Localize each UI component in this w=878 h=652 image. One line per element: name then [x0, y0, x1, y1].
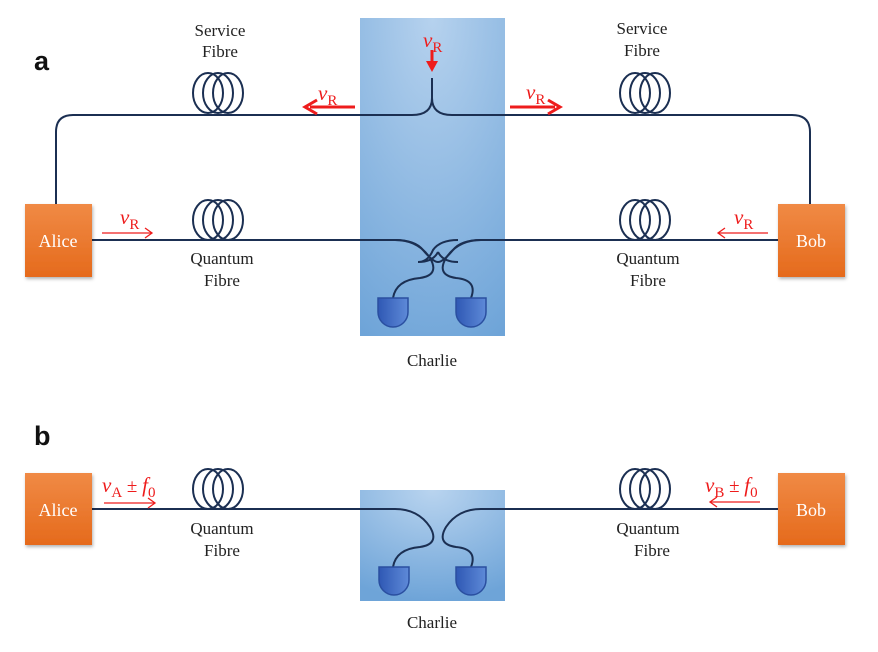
alice-label-a: Alice — [39, 231, 78, 251]
reference-left-signal: νR — [302, 81, 355, 116]
alice-signal-a: νR — [102, 205, 154, 239]
bob-signal-b: νB ± f0 — [705, 473, 760, 508]
coupler-curve-right-b — [441, 508, 482, 568]
panel-b: b Quantum Fibre Quantum Fibre Charlie Al… — [25, 421, 845, 632]
service-fibre-coil-right — [619, 72, 671, 114]
quantum-fibre-label-left-a-2: Fibre — [204, 271, 240, 290]
alice-label-b: Alice — [39, 500, 78, 520]
arrow-left-icon — [716, 227, 726, 239]
bob-box-a — [778, 204, 845, 277]
service-fibre-label-left-2: Fibre — [202, 42, 238, 61]
service-fibre-coil-left — [192, 72, 244, 114]
svg-text:νR: νR — [423, 28, 442, 56]
detector-icon-right-a — [455, 297, 487, 328]
quantum-fibre-label-left-b-1: Quantum — [190, 519, 253, 538]
detector-icon-left-a — [377, 297, 409, 328]
detector-icon-left-b — [378, 566, 410, 596]
bob-label-a: Bob — [796, 231, 826, 251]
svg-text:νR: νR — [318, 81, 337, 109]
panel-a: a Service Fibre Service Fibre νR νR νR — [25, 18, 845, 370]
quantum-fibre-coil-right-b — [619, 468, 671, 510]
detector-icon-right-b — [455, 566, 487, 596]
svg-text:νB ± f0: νB ± f0 — [705, 473, 758, 501]
alice-box-a — [25, 204, 92, 277]
quantum-fibre-label-right-a-1: Quantum — [616, 249, 679, 268]
service-fibre-label-right-2: Fibre — [624, 41, 660, 60]
svg-text:νR: νR — [120, 205, 139, 233]
svg-text:νR: νR — [526, 80, 545, 108]
arrow-right-icon — [144, 227, 154, 239]
quantum-fibre-label-left-b-2: Fibre — [204, 541, 240, 560]
panel-label-b: b — [34, 421, 51, 451]
bob-signal-a: νR — [716, 205, 768, 239]
arrow-right-icon — [547, 98, 563, 116]
alice-signal-b: νA ± f0 — [102, 473, 157, 509]
arrow-right-icon — [147, 497, 157, 509]
panel-label-a: a — [34, 46, 50, 76]
quantum-fibre-coil-right-a — [619, 199, 671, 241]
quantum-fibre-coil-left-a — [192, 199, 244, 241]
bob-label-b: Bob — [796, 500, 826, 520]
arrow-left-icon — [708, 496, 718, 508]
coupler-curve-left-a — [392, 239, 435, 299]
service-fibre-path-a — [55, 78, 811, 204]
service-fibre-label-right-1: Service — [617, 19, 668, 38]
quantum-fibre-label-right-b-2: Fibre — [634, 541, 670, 560]
arrow-left-icon — [302, 98, 318, 116]
bob-box-b — [778, 473, 845, 545]
charlie-label-b: Charlie — [407, 613, 457, 632]
quantum-fibre-label-right-b-1: Quantum — [616, 519, 679, 538]
charlie-label-a: Charlie — [407, 351, 457, 370]
reference-right-signal: νR — [510, 80, 563, 116]
coupler-curve-right-a — [441, 239, 482, 299]
coupler-curve-left-b — [392, 508, 435, 568]
alice-box-b — [25, 473, 92, 545]
arrow-down-icon — [426, 61, 438, 72]
svg-text:νR: νR — [734, 205, 753, 233]
quantum-fibre-label-right-a-2: Fibre — [630, 271, 666, 290]
quantum-fibre-label-left-a-1: Quantum — [190, 249, 253, 268]
service-fibre-label-left-1: Service — [195, 21, 246, 40]
reference-in-signal: νR — [423, 28, 442, 72]
svg-text:νA ± f0: νA ± f0 — [102, 473, 155, 501]
quantum-fibre-coil-left-b — [192, 468, 244, 510]
